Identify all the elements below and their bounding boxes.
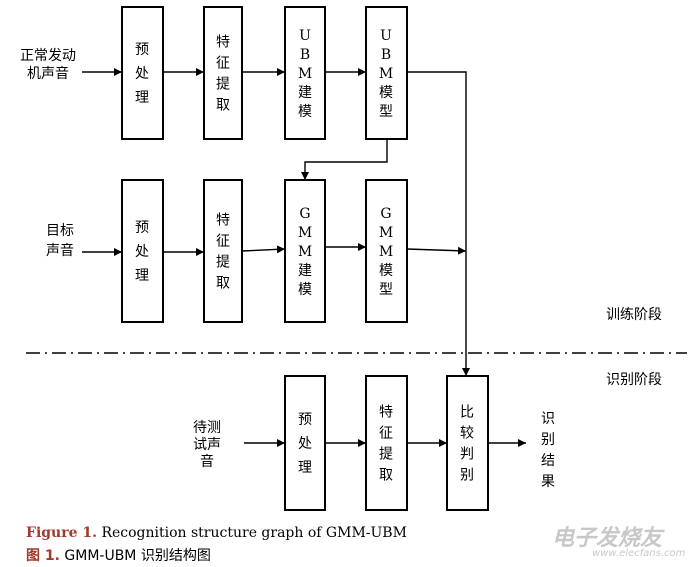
r3-feature-box [365,375,408,511]
r2-box-1-label: 预处理 [135,220,149,284]
r2-gmm-build-box [284,179,326,323]
r3-box-3-label: 比较判别 [460,405,474,484]
r3-preprocess-box [284,375,326,511]
r1-box-1-label: 预处理 [135,42,149,106]
r3-box-2-label: 特征提取 [379,405,393,484]
figure-text-en: Recognition structure graph of GMM-UBM [97,525,407,541]
r2-gmm-to-trunk-arrow [406,246,467,255]
recognize-stage-label: 识别阶段 [606,372,662,388]
watermark-url: www.elecfans.com [592,548,686,559]
r2-gmm-model-box [365,179,408,323]
r1-preprocess-box [121,6,164,140]
r2-box-2-label: 特征提取 [216,213,230,292]
r1-feature-box [203,6,243,140]
r3-box-1-label: 预处理 [298,412,312,476]
train-stage-label: 训练阶段 [606,307,662,323]
figure-text-zh: GMM-UBM 识别结构图 [59,548,211,564]
r3-output-label: 识别结果 [541,411,555,490]
figure-label-zh: 图 1. [26,548,60,564]
r3-input-label: 待测试声音 [193,420,221,470]
r1-box-2-label: 特征提取 [216,35,230,114]
ubm-to-gmm-arrow [301,139,388,180]
r2-arrow-2 [241,245,286,254]
r1-input-label: 正常发动机声音 [20,48,76,82]
figure-label-en: Figure 1. [26,525,97,541]
r2-input-label: 目标声音 [46,223,74,259]
watermark-logo: 电子发烧友 [552,526,663,551]
r1-ubm-build-box [284,6,326,140]
r2-feature-box [203,179,243,323]
ubm-to-compare-arrow [407,71,470,376]
r3-compare-box [446,375,489,511]
figure-caption-en: Figure 1. Recognition structure graph of… [26,525,407,541]
figure-caption-zh: 图 1. GMM-UBM 识别结构图 [26,545,211,565]
r2-preprocess-box [121,179,164,323]
